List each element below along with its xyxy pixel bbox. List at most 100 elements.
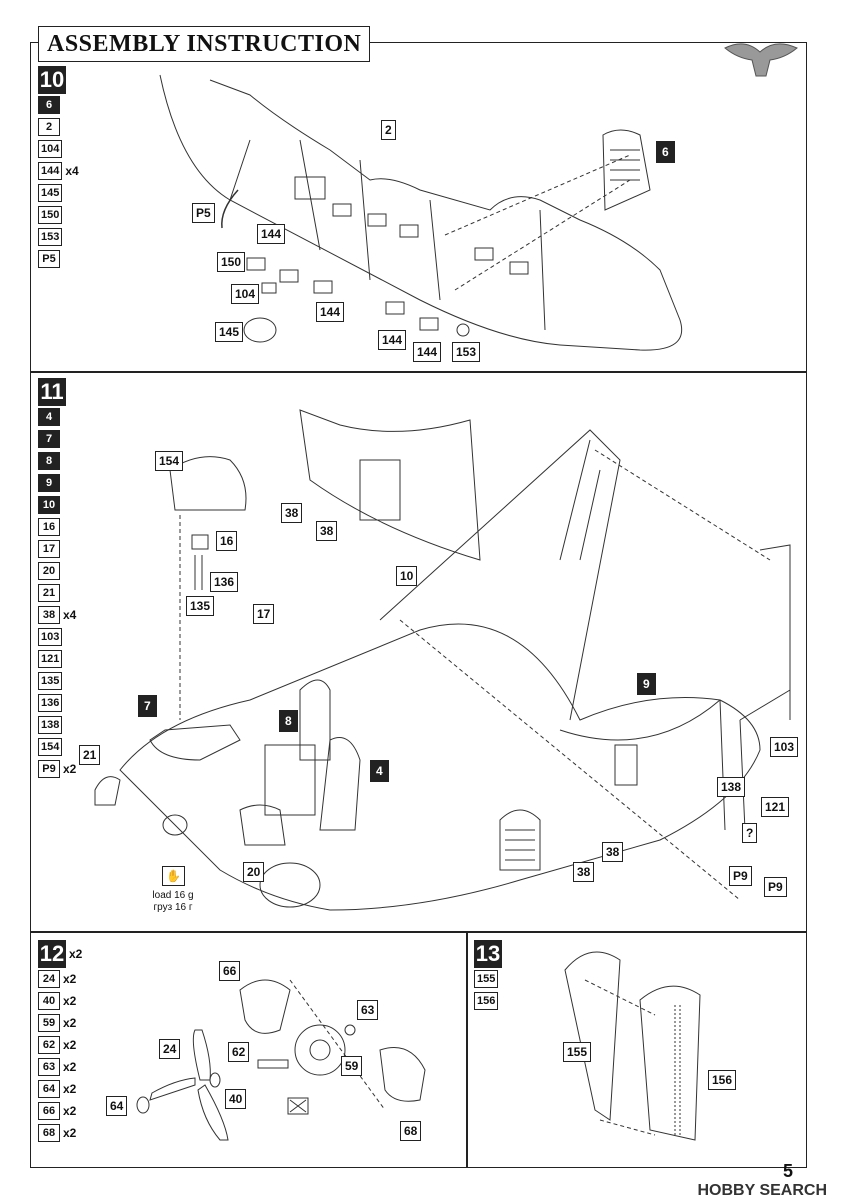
- callout: 9: [637, 673, 656, 695]
- part-number-box: 6: [38, 96, 60, 114]
- callout: 38: [573, 862, 595, 882]
- part-list-item: 145: [38, 184, 79, 202]
- part-number-box: 103: [38, 628, 63, 646]
- part-list-item: 8: [38, 452, 76, 470]
- part-list-item: 20: [38, 562, 76, 580]
- callout: 156: [708, 1070, 737, 1090]
- question-icon: ?: [742, 823, 758, 843]
- callout: 38: [316, 521, 338, 541]
- part-number-box: 4: [38, 408, 60, 426]
- part-number-box: 135: [38, 672, 63, 690]
- part-list-item: 156: [474, 992, 499, 1010]
- callout: 7: [138, 695, 157, 717]
- step12-qty: x2: [69, 947, 83, 961]
- part-quantity: x4: [63, 608, 77, 622]
- part-number-box: 9: [38, 474, 60, 492]
- step12-number: 12: [38, 940, 66, 968]
- callout: 144: [413, 342, 442, 362]
- step10-fuselage-drawing: [159, 74, 682, 351]
- callout: 40: [225, 1089, 247, 1109]
- part-list-item: 9: [38, 474, 76, 492]
- callout: 8: [279, 710, 298, 732]
- part-number-box: 20: [38, 562, 60, 580]
- callout: 138: [717, 777, 746, 797]
- callout: 104: [231, 284, 260, 304]
- watermark: HOBBY SEARCH: [697, 1182, 828, 1199]
- part-number-box: P9: [38, 760, 60, 778]
- page-number: 5: [782, 1161, 793, 1181]
- callout: 6: [656, 141, 675, 163]
- callout: 154: [155, 451, 184, 471]
- callout: 4: [370, 760, 389, 782]
- part-number-box: 38: [38, 606, 60, 624]
- part-list-item: 154: [38, 738, 76, 756]
- part-number-box: 136: [38, 694, 63, 712]
- part-list-item: 121: [38, 650, 76, 668]
- part-number-box: 154: [38, 738, 63, 756]
- part-number-box: 144: [38, 162, 63, 180]
- part-number-box: 24: [38, 970, 60, 988]
- part-list-item: 10: [38, 496, 76, 514]
- step12-frame: [30, 932, 468, 1168]
- callout: 38: [281, 503, 303, 523]
- callout: 150: [217, 252, 246, 272]
- step13-number: 13: [474, 940, 502, 968]
- step11-number: 11: [38, 378, 66, 406]
- step11-aircraft-drawing: [94, 409, 791, 911]
- part-list-item: P5: [38, 250, 79, 268]
- part-number-box: 64: [38, 1080, 60, 1098]
- part-quantity: x2: [63, 1038, 77, 1052]
- part-number-box: 150: [38, 206, 63, 224]
- part-quantity: x2: [63, 1016, 77, 1030]
- part-quantity: x2: [63, 1060, 77, 1074]
- callout: 144: [257, 224, 286, 244]
- part-list-item: 103: [38, 628, 76, 646]
- part-list-item: 155: [474, 970, 499, 988]
- step11-frame: [30, 372, 807, 932]
- part-quantity: x2: [63, 762, 77, 776]
- weight-note-en: load 16 g: [152, 890, 194, 901]
- part-quantity: x2: [63, 1126, 77, 1140]
- step12-header: 12 x2: [38, 940, 82, 968]
- part-list-item: 7: [38, 430, 76, 448]
- callout: 153: [452, 342, 481, 362]
- hand-weight-icon: ✋: [162, 866, 185, 886]
- part-number-box: 104: [38, 140, 63, 158]
- callout: P5: [192, 203, 215, 223]
- part-quantity: x2: [63, 972, 77, 986]
- part-quantity: x2: [63, 994, 77, 1008]
- step12-engine-drawing: [136, 979, 426, 1141]
- callout: 20: [243, 862, 265, 882]
- part-number-box: 156: [474, 992, 499, 1010]
- part-number-box: 62: [38, 1036, 60, 1054]
- part-number-box: 153: [38, 228, 63, 246]
- part-number-box: 17: [38, 540, 60, 558]
- callout: 144: [378, 330, 407, 350]
- callout: P9: [729, 866, 752, 886]
- part-number-box: 7: [38, 430, 60, 448]
- part-number-box: 68: [38, 1124, 60, 1142]
- part-number-box: 40: [38, 992, 60, 1010]
- part-list-item: 16: [38, 518, 76, 536]
- callout: 64: [106, 1096, 128, 1116]
- callout: 21: [79, 745, 101, 765]
- callout: 2: [381, 120, 396, 140]
- callout: P9: [764, 877, 787, 897]
- callout: 24: [159, 1039, 181, 1059]
- step13-tail-drawing: [564, 951, 701, 1141]
- owl-logo-icon: [724, 43, 798, 77]
- part-quantity: x2: [63, 1082, 77, 1096]
- callout: 16: [216, 531, 238, 551]
